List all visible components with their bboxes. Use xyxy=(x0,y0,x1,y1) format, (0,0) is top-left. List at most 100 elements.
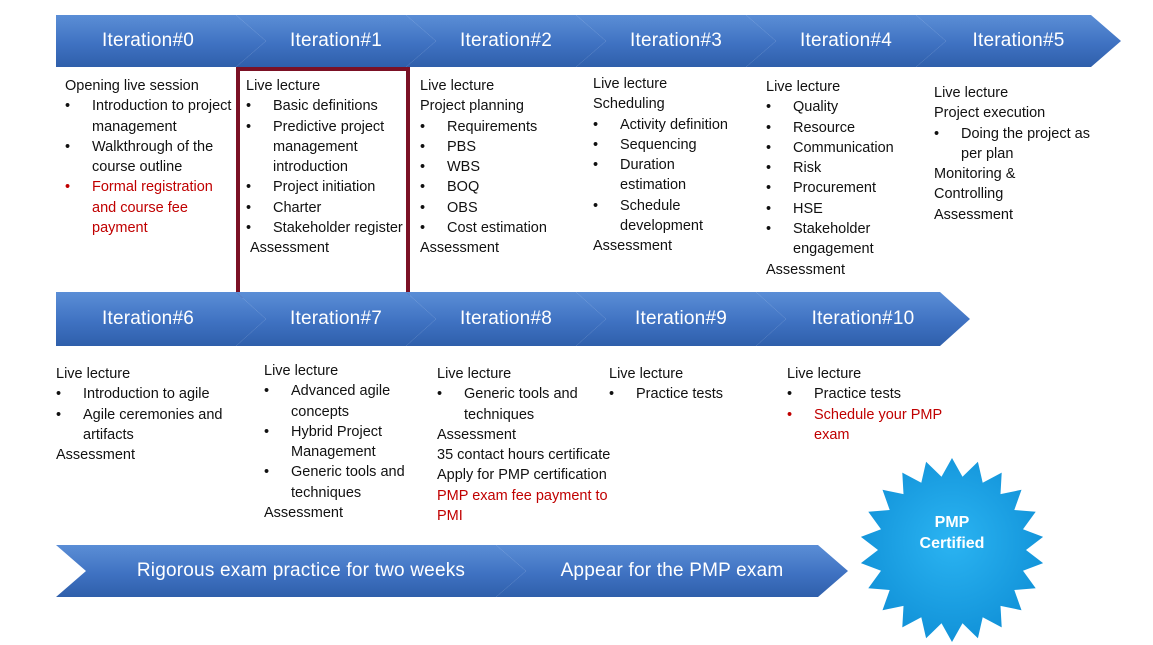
list-item: Activity definition xyxy=(593,115,753,136)
list-item: Charter xyxy=(246,198,406,219)
text-line: Assessment xyxy=(264,505,343,522)
text-line: Live lecture xyxy=(787,366,862,382)
text-line: Assessment xyxy=(934,206,1013,223)
list-item: Quality xyxy=(766,97,926,118)
list-item: Agile ceremonies and artifacts xyxy=(56,405,241,446)
list-item: OBS xyxy=(420,198,585,219)
iteration-8-label: Iteration#8 xyxy=(460,308,552,329)
list-item: Introduction to agile xyxy=(56,384,241,405)
list-item-highlighted: Schedule your PMP exam xyxy=(787,405,954,446)
list-item-highlighted: Formal registration and course fee payme… xyxy=(65,177,237,238)
text-line: 35 contact hours certificate xyxy=(437,447,611,464)
list-item: WBS xyxy=(420,157,585,178)
text-line: Live lecture xyxy=(246,78,321,94)
iteration-3-content: Live lecture Scheduling Activity definit… xyxy=(593,74,753,257)
list-item: Walkthrough of the course outline xyxy=(65,137,237,178)
iteration-3-arrow: Iteration#3 xyxy=(576,15,776,67)
appear-exam-arrow: Appear for the PMP exam xyxy=(496,545,848,597)
iteration-9-arrow: Iteration#9 xyxy=(576,292,786,346)
text-line: Assessment xyxy=(250,240,329,257)
text-line: Assessment xyxy=(56,447,135,464)
pmp-certified-text: PMP Certified xyxy=(857,512,1047,554)
iteration-10-content: Live lecture Practice tests Schedule you… xyxy=(787,364,957,445)
list-item: Doing the project as per plan xyxy=(934,124,1099,165)
exam-practice-arrow: Rigorous exam practice for two weeks xyxy=(56,545,526,597)
text-line: Live lecture xyxy=(264,363,339,379)
iteration-10-label: Iteration#10 xyxy=(811,308,915,329)
iteration-10-arrow: Iteration#10 xyxy=(756,292,970,346)
list-item: Risk xyxy=(766,158,926,179)
text-line: Scheduling xyxy=(593,96,665,113)
iteration-0-label: Iteration#0 xyxy=(102,30,194,51)
iteration-1-content: Live lecture Basic definitions Predictiv… xyxy=(246,76,406,259)
iteration-9-label: Iteration#9 xyxy=(635,308,727,329)
badge-line-1: PMP xyxy=(934,514,970,531)
iteration-1-arrow: Iteration#1 xyxy=(236,15,436,67)
list-item: Stakeholder register xyxy=(246,218,406,239)
list-item: Duration estimation xyxy=(593,155,710,196)
list-item: Procurement xyxy=(766,178,926,199)
iteration-5-label: Iteration#5 xyxy=(972,30,1065,51)
iteration-8-arrow: Iteration#8 xyxy=(406,292,606,346)
list-item: Communication xyxy=(766,138,926,159)
list-item: Advanced agile concepts xyxy=(264,381,424,422)
iteration-8-content: Live lecture Generic tools and technique… xyxy=(437,364,632,526)
text-line: Opening live session xyxy=(65,78,199,94)
iteration-0-arrow: Iteration#0 xyxy=(56,15,266,67)
text-line: Project planning xyxy=(420,98,524,115)
text-line: Live lecture xyxy=(934,85,1009,101)
iteration-1-label: Iteration#1 xyxy=(290,30,382,51)
list-item: Sequencing xyxy=(593,135,753,156)
text-line: Monitoring & Controlling xyxy=(934,166,1016,203)
list-item: HSE xyxy=(766,199,926,220)
list-item: Generic tools and techniques xyxy=(264,462,424,503)
text-line: Assessment xyxy=(420,240,499,257)
iteration-6-label: Iteration#6 xyxy=(102,308,194,329)
iteration-4-arrow: Iteration#4 xyxy=(746,15,946,67)
iteration-2-content: Live lecture Project planning Requiremen… xyxy=(420,76,585,259)
list-item: Project initiation xyxy=(246,177,406,198)
list-item: Stakeholder engagement xyxy=(766,219,889,260)
iteration-0-content: Opening live session Introduction to pro… xyxy=(65,76,237,238)
text-line: Live lecture xyxy=(609,366,684,382)
list-item: Generic tools and techniques xyxy=(437,384,592,425)
text-line: Live lecture xyxy=(437,366,512,382)
text-line: Project execution xyxy=(934,105,1046,122)
list-item: Practice tests xyxy=(787,384,957,405)
list-item: PBS xyxy=(420,137,585,158)
text-line: Assessment xyxy=(437,426,516,443)
iteration-2-arrow: Iteration#2 xyxy=(406,15,606,67)
iteration-4-content: Live lecture Quality Resource Communicat… xyxy=(766,77,926,280)
list-item: Practice tests xyxy=(609,384,769,405)
iteration-4-label: Iteration#4 xyxy=(800,30,892,51)
starburst-shape xyxy=(860,458,1044,642)
list-item: Hybrid Project Management xyxy=(264,422,406,463)
list-item: Cost estimation xyxy=(420,218,585,239)
list-item: Requirements xyxy=(420,117,585,138)
exam-practice-label: Rigorous exam practice for two weeks xyxy=(136,560,466,581)
list-item: Introduction to project management xyxy=(65,96,237,137)
iteration-1-highlight-frame xyxy=(236,67,410,298)
appear-exam-label: Appear for the PMP exam xyxy=(560,560,784,581)
iteration-7-arrow: Iteration#7 xyxy=(236,292,436,346)
list-item: Schedule development xyxy=(593,196,720,237)
iteration-7-label: Iteration#7 xyxy=(290,308,382,329)
iteration-6-content: Live lecture Introduction to agile Agile… xyxy=(56,364,241,465)
iteration-5-arrow: Iteration#5 xyxy=(916,15,1121,67)
iteration-7-content: Live lecture Advanced agile concepts Hyb… xyxy=(264,361,424,523)
iteration-9-content: Live lecture Practice tests xyxy=(609,364,769,405)
list-item: Basic definitions xyxy=(246,96,406,117)
text-line: Live lecture xyxy=(420,78,495,94)
text-line-highlighted: PMP exam fee payment to PMI xyxy=(437,487,608,525)
iteration-2-label: Iteration#2 xyxy=(460,30,552,51)
text-line: Assessment xyxy=(593,238,672,255)
list-item: Predictive project management introducti… xyxy=(246,117,406,178)
text-line: Live lecture xyxy=(766,79,841,95)
text-line: Live lecture xyxy=(56,366,131,382)
text-line: Apply for PMP certification xyxy=(437,467,607,484)
text-line: Assessment xyxy=(766,261,845,278)
iteration-5-content: Live lecture Project execution Doing the… xyxy=(934,83,1099,225)
list-item: BOQ xyxy=(420,177,585,198)
list-item: Resource xyxy=(766,118,926,139)
iteration-3-label: Iteration#3 xyxy=(630,30,722,51)
